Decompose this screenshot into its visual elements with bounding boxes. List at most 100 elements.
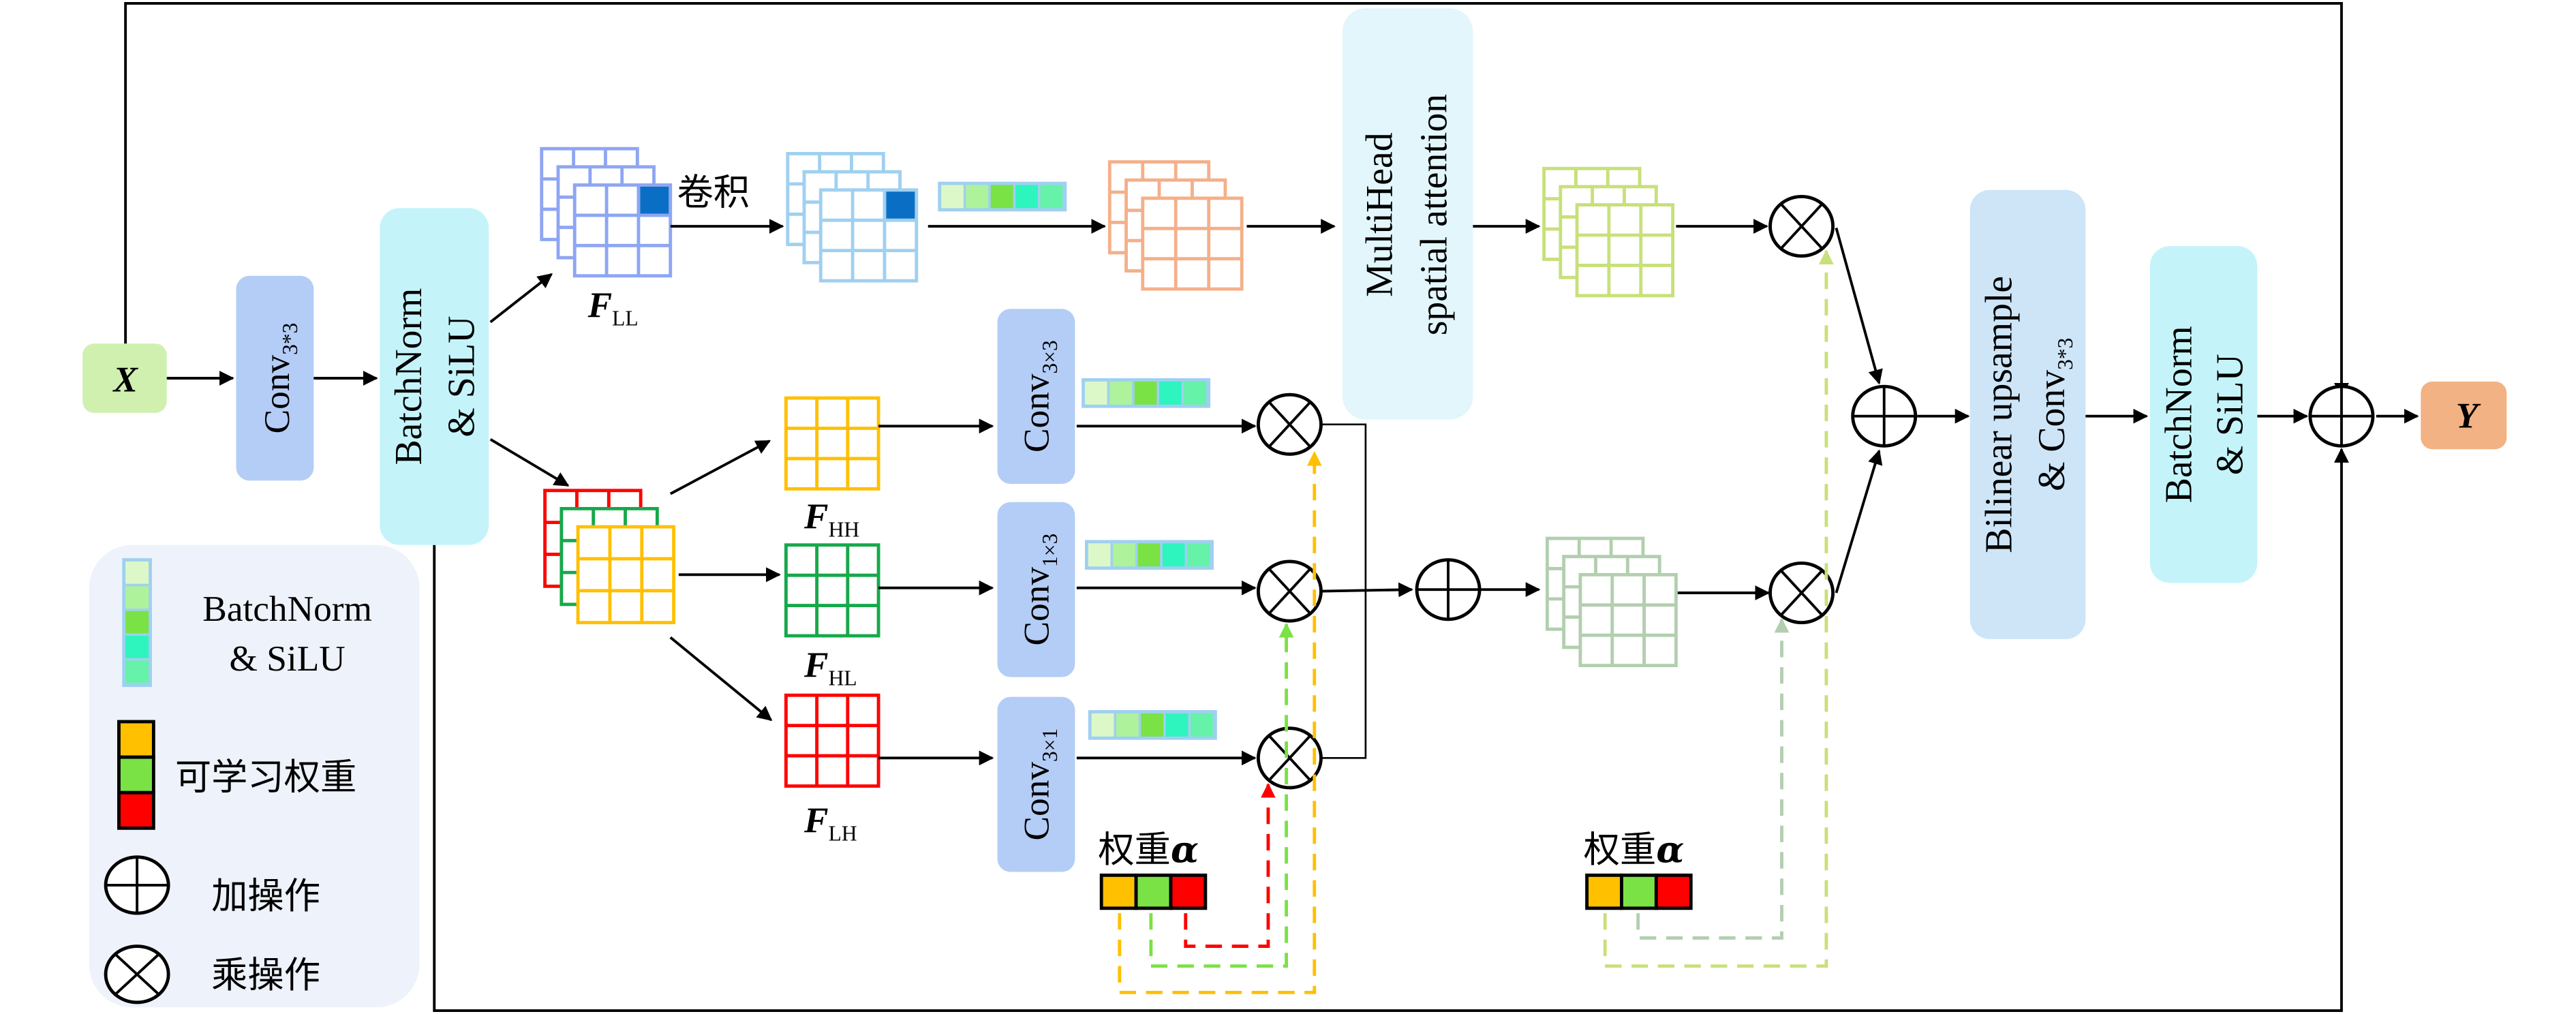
attention-line1: MultiHead xyxy=(1359,132,1401,297)
conv-label: Conv3×3 xyxy=(1017,340,1062,452)
legend-item-multiply: 乘操作 xyxy=(104,944,320,1004)
arrow-bn-to-high xyxy=(489,437,570,487)
feature-map-layer xyxy=(576,525,676,625)
strip-cell xyxy=(1162,543,1185,567)
weight-cell xyxy=(117,720,155,759)
final-bn-line1: BatchNorm xyxy=(2158,326,2200,503)
highlighted-cell xyxy=(886,191,915,219)
learnable-weight-strip-icon xyxy=(117,720,155,830)
strip-cell xyxy=(1141,713,1164,737)
strip-cell xyxy=(1088,543,1111,567)
feature-hl-label: FHL xyxy=(803,645,857,690)
strip-cell xyxy=(1187,543,1210,567)
stem-conv-label: Conv3*3 xyxy=(257,323,302,434)
strip-cell xyxy=(966,185,989,209)
multiply-operator-hl xyxy=(1256,559,1323,623)
weight-cell xyxy=(1099,873,1138,910)
dashed-weight-path-green xyxy=(1149,622,1294,968)
conv-label: Conv1×3 xyxy=(1017,534,1062,646)
feature-map-ll-processed xyxy=(1107,160,1244,291)
dashed-weight-path-red xyxy=(1184,782,1276,948)
feature-map-layer xyxy=(1575,203,1674,298)
conv-block-hh: Conv3×3 xyxy=(997,309,1075,485)
strip-cell xyxy=(1184,381,1207,405)
feature-map-lh xyxy=(784,693,880,788)
weight-cell xyxy=(117,790,155,830)
strip-cell xyxy=(1191,713,1213,737)
feature-map-layer xyxy=(1141,196,1244,291)
arrow-bn-to-ll xyxy=(489,273,553,324)
attention-line2: spatial attention xyxy=(1413,94,1456,335)
strip-cell xyxy=(125,586,149,609)
strip-cell xyxy=(1040,185,1063,209)
batchnorm-silu-strip xyxy=(1082,378,1211,408)
strip-cell xyxy=(125,561,149,584)
output-node: Y xyxy=(2421,381,2507,450)
upsample-line1: Bilinear upsample xyxy=(1978,276,2020,553)
strip-cell xyxy=(1109,381,1133,405)
feature-maps xyxy=(540,147,1678,788)
stem-batchnorm-block: BatchNorm & SiLU xyxy=(380,208,489,545)
feature-ll-label: FLL xyxy=(587,285,639,330)
strip-cell xyxy=(990,185,1013,209)
multihead-attention-block: MultiHead spatial attention xyxy=(1342,8,1473,420)
weight-alpha-label: 权重α xyxy=(1584,828,1685,871)
add-operator-icon xyxy=(104,855,170,915)
multiply-operator-lh xyxy=(1256,726,1323,790)
arrow-to-lh xyxy=(669,636,773,722)
legend-multiply-label: 乘操作 xyxy=(211,954,320,996)
feature-map-hh xyxy=(784,396,880,491)
stem-bn-line1: BatchNorm xyxy=(388,288,430,465)
weight-cell xyxy=(1585,873,1623,910)
final-batchnorm-block: BatchNorm & SiLU xyxy=(2149,246,2258,583)
arrow-mul-top-to-add xyxy=(1835,227,1883,385)
final-bn-line2: & SiLU xyxy=(2209,354,2252,475)
stem-bn-line2: & SiLU xyxy=(440,316,482,437)
feature-map-fused-high xyxy=(1546,536,1678,668)
feature-map-layer xyxy=(818,188,919,283)
strip-cell xyxy=(1137,543,1161,567)
strip-cell xyxy=(1134,381,1157,405)
add-operator-high xyxy=(1415,558,1482,621)
dashed-weight-path-sage xyxy=(1636,617,1790,940)
strip-cell xyxy=(941,185,964,209)
multiply-operator-bottom xyxy=(1768,561,1835,625)
dashed-weight-path-yellow xyxy=(1118,450,1322,994)
learnable-weight-alpha-2: 权重α xyxy=(1584,828,1693,910)
batchnorm-silu-strip-ll-cells xyxy=(938,181,1067,212)
legend-learnable-weight-label: 可学习权重 xyxy=(175,756,356,798)
batchnorm-silu-strip-ll xyxy=(938,181,1067,212)
feature-lh-label: FLH xyxy=(803,800,857,845)
input-label: X xyxy=(112,359,138,399)
legend-item-add: 加操作 xyxy=(104,855,320,917)
multiply-operator-icon xyxy=(104,944,170,1004)
convolution-label: 卷积 xyxy=(677,172,750,214)
input-node: X xyxy=(82,343,167,413)
legend: BatchNorm & SiLU 可学习权重 加操作 乘操作 xyxy=(89,544,420,1008)
feature-map-high-stack xyxy=(543,489,676,625)
arrow-mul-bottom-to-add xyxy=(1835,449,1883,594)
batchnorm-silu-strip xyxy=(1088,710,1217,740)
stem-conv-block: Conv3*3 xyxy=(236,275,314,481)
legend-batchnorm-line1: BatchNorm xyxy=(202,589,372,629)
feature-map-layer xyxy=(572,183,673,278)
weight-alpha-label: 权重α xyxy=(1098,828,1199,871)
strip-cell xyxy=(125,636,149,658)
feature-map-attention-out xyxy=(1542,166,1674,298)
learnable-weight-alpha-1: 权重α xyxy=(1098,828,1208,910)
weight-cell xyxy=(1654,873,1693,910)
strip-cell xyxy=(1091,713,1114,737)
legend-item-learnable-weight: 可学习权重 xyxy=(117,720,356,830)
upsample-line2: & Conv3*3 xyxy=(2031,338,2077,491)
conv-block-lh: Conv3×1 xyxy=(997,696,1075,872)
legend-strip-cells xyxy=(122,558,152,688)
feature-map-ll xyxy=(540,147,673,278)
batchnorm-silu-strip-icon xyxy=(122,558,152,688)
feature-map-ll-conv xyxy=(786,152,919,283)
multiply-operator-top xyxy=(1768,195,1835,258)
strip-cell xyxy=(125,660,149,683)
legend-background xyxy=(89,544,420,1008)
strip-cell xyxy=(125,611,149,634)
weight-cell xyxy=(1134,873,1173,910)
strip-cell xyxy=(1113,543,1135,567)
